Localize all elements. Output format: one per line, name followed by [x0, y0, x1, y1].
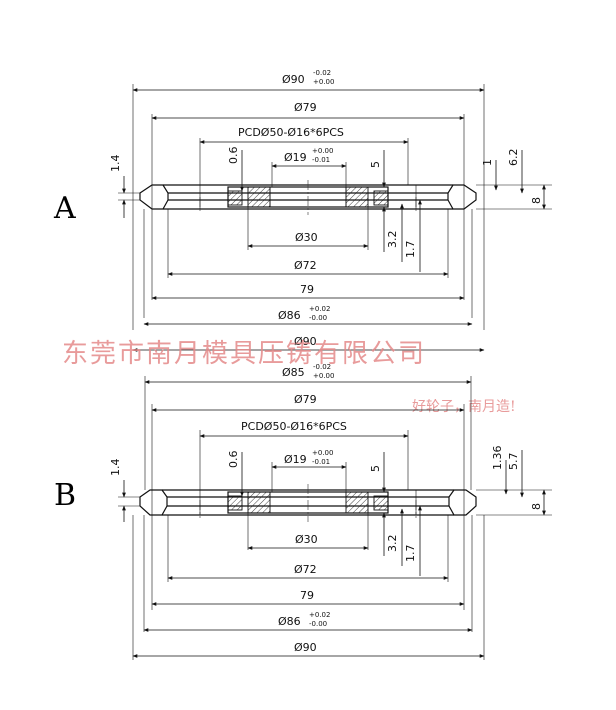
dim-86-tol-upper: +0.02	[309, 611, 330, 619]
dim-1-7: 1.7	[404, 241, 417, 259]
dim-left-step: 1.4	[109, 459, 122, 477]
dim-outer-dia: Ø90	[282, 73, 305, 86]
dim-19-tol-upper: +0.00	[312, 449, 333, 457]
dim-90-bottom: Ø90	[294, 641, 317, 654]
dim-width-8: 8	[530, 197, 543, 204]
dim-86: Ø86	[278, 309, 301, 322]
dim-72: Ø72	[294, 259, 317, 272]
dim-19-tol-lower: -0.01	[312, 156, 330, 164]
dim-19-tol-lower: -0.01	[312, 458, 330, 466]
dim-1-7: 1.7	[404, 545, 417, 563]
view-b-dimension-lines	[122, 380, 546, 658]
dim-3-2: 3.2	[386, 231, 399, 249]
view-b-label: B	[54, 478, 76, 513]
dim-outer-dia: Ø85	[282, 366, 305, 379]
dim-86-tol-lower: -0.00	[309, 314, 327, 322]
watermark: 东莞市南月模具压铸有限公司 好轮子，南月造!	[62, 339, 516, 415]
dim-outer-tol-lower: +0.00	[313, 78, 334, 86]
view-b: B	[54, 363, 552, 660]
view-a-extension-lines	[118, 84, 552, 330]
dim-outer-tol-lower: +0.00	[313, 372, 334, 380]
watermark-company: 东莞市南月模具压铸有限公司	[62, 339, 426, 369]
dim-right-1: 1	[481, 159, 494, 166]
dim-79-bottom: 79	[300, 589, 314, 602]
dim-72: Ø72	[294, 563, 317, 576]
dim-19: Ø19	[284, 151, 307, 164]
dim-19-tol-upper: +0.00	[312, 147, 333, 155]
dim-30: Ø30	[295, 533, 318, 546]
dim-19: Ø19	[284, 453, 307, 466]
view-a-section	[139, 180, 477, 215]
view-a: A	[53, 69, 552, 352]
dim-79-top: Ø79	[294, 101, 317, 114]
view-a-label: A	[53, 191, 76, 226]
dim-86-tol-upper: +0.02	[309, 305, 330, 313]
dim-hub-step: 0.6	[227, 451, 240, 469]
dim-right-6-2: 6.2	[507, 149, 520, 167]
dim-outer-tol-upper: -0.02	[313, 69, 331, 77]
dim-90-bottom: Ø90	[294, 335, 317, 348]
dim-width-8: 8	[530, 503, 543, 510]
dim-30: Ø30	[295, 231, 318, 244]
dim-5: 5	[369, 465, 382, 472]
dim-86: Ø86	[278, 615, 301, 628]
dim-79-top: Ø79	[294, 393, 317, 406]
dim-right-1-36: 1.36	[491, 446, 504, 471]
view-a-dimension-texts: Ø90 -0.02 +0.00 Ø79 PCDØ50-Ø16*6PCS Ø19 …	[109, 69, 543, 348]
dim-79-bottom: 79	[300, 283, 314, 296]
view-a-dimension-lines	[122, 88, 546, 352]
dim-3-2: 3.2	[386, 535, 399, 553]
dim-left-step: 1.4	[109, 155, 122, 173]
dim-outer-tol-upper: -0.02	[313, 363, 331, 371]
view-b-section	[139, 484, 477, 522]
dim-pcd: PCDØ50-Ø16*6PCS	[241, 420, 347, 433]
dim-right-5-7: 5.7	[507, 453, 520, 471]
dim-5: 5	[369, 161, 382, 168]
dim-pcd: PCDØ50-Ø16*6PCS	[238, 126, 344, 139]
dim-86-tol-lower: -0.00	[309, 620, 327, 628]
view-b-extension-lines	[118, 376, 552, 660]
dim-hub-step: 0.6	[227, 147, 240, 165]
view-b-dimension-texts: Ø85 -0.02 +0.00 Ø79 PCDØ50-Ø16*6PCS Ø19 …	[109, 363, 543, 654]
